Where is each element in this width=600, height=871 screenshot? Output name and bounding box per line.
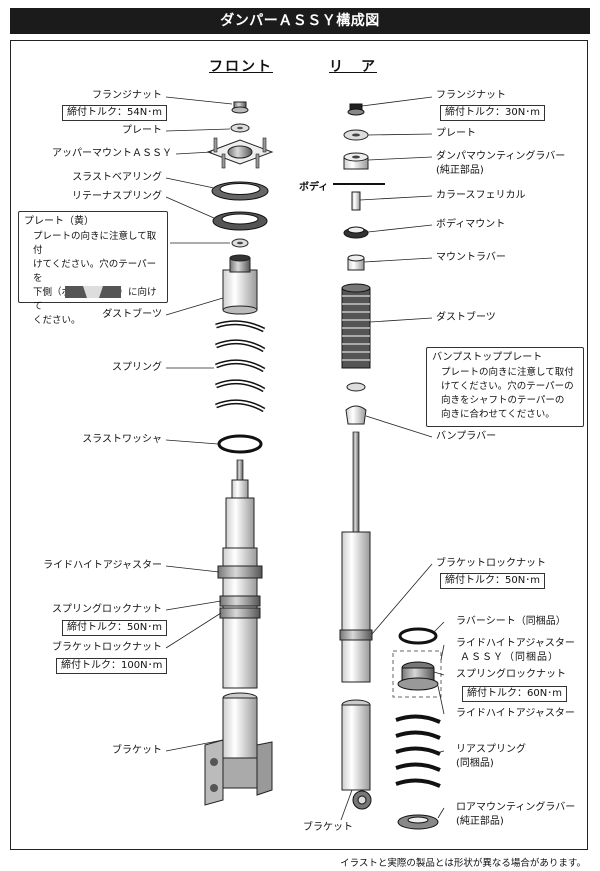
rear-lower-mounting-rubber-label: ロアマウンティングラバー <box>456 802 576 813</box>
rear-damper-mounting-rubber-part <box>343 152 369 170</box>
rear-bracket-part <box>341 699 372 810</box>
rear-heading: リ ア <box>329 59 377 75</box>
rear-body-label: ボディ <box>299 182 329 193</box>
front-spring-lock-nut-label: スプリングロックナット <box>52 604 162 615</box>
front-heading: フロント <box>209 59 273 75</box>
rear-plate-label: プレート <box>436 128 476 139</box>
rear-spring-label-1: リアスプリング <box>456 744 526 755</box>
rear-spring-lock-nut-label: スプリングロックナット <box>456 669 566 680</box>
front-retainer-spring-part <box>212 211 268 231</box>
front-spring-label: スプリング <box>112 362 162 373</box>
rear-mount-rubber-label: マウントラバー <box>436 252 506 263</box>
front-upper-mount-part <box>206 137 274 169</box>
front-flange-nut-part <box>231 101 249 114</box>
rear-spring-lock-nut-torque: 締付トルク：60N･m <box>462 686 567 702</box>
front-bracket-lock-nut-label: ブラケットロックナット <box>52 642 162 653</box>
front-flange-nut-label: フランジナット <box>92 90 162 101</box>
front-dust-boot-label: ダストブーツ <box>102 309 162 320</box>
front-thrust-bearing-label: スラストベアリング <box>72 172 162 183</box>
front-bracket-label: ブラケット <box>112 745 162 756</box>
rear-flange-nut-part <box>347 103 365 116</box>
rear-body-mount-part <box>343 226 369 239</box>
plate-taper-icon <box>65 286 121 298</box>
rear-ride-height-adjuster-part <box>397 661 439 691</box>
rear-spring-label-2: (同梱品) <box>456 758 494 769</box>
front-upper-mount-label: アッパーマウントＡＳＳＹ <box>52 148 172 159</box>
front-damper-body-part <box>217 459 263 689</box>
front-bracket-lock-nut-torque: 締付トルク：100N･m <box>56 658 168 674</box>
rear-rha-assy-label-1: ライドハイトアジャスター <box>456 638 575 649</box>
rear-bump-stop-note-body: プレートの向きに注意して取付 けてください。穴のテーパーの 向きをシャフトのテー… <box>441 367 574 420</box>
front-flange-nut-torque: 締付トルク：54N･m <box>62 105 167 121</box>
rear-collar-spherical-label: カラースフェリカル <box>436 190 526 201</box>
page-title: ダンパーＡＳＳＹ構成図 <box>10 8 590 34</box>
rear-lower-mounting-rubber-part <box>397 814 439 830</box>
rear-bump-stop-plate-part <box>346 382 366 392</box>
rear-flange-nut-torque: 締付トルク：30N･m <box>440 105 545 121</box>
front-plate-note-title: プレート（黄） <box>24 216 94 227</box>
front-thrust-bearing-part <box>211 181 269 201</box>
rear-bracket-lock-nut-label: ブラケットロックナット <box>436 558 546 569</box>
rear-plate-part <box>343 129 369 141</box>
front-retainer-spring-label: リテーナスプリング <box>72 191 162 202</box>
rear-bump-rubber-part <box>345 405 367 425</box>
rear-bump-stop-note: バンプストッププレート プレートの向きに注意して取付 けてください。穴のテーパー… <box>426 347 584 427</box>
rear-dust-boot-part <box>341 283 371 369</box>
rear-dust-boot-label: ダストブーツ <box>436 312 496 323</box>
front-dust-boot-part <box>222 254 258 315</box>
rear-rubber-seat-part <box>398 627 438 645</box>
rear-rha-assy-label-2: ＡＳＳＹ（同梱品） <box>460 652 559 663</box>
rear-collar-part <box>351 191 361 211</box>
front-bracket-part <box>204 692 273 806</box>
front-spring-lock-nut-torque: 締付トルク：50N･m <box>62 620 167 636</box>
rear-bump-stop-note-title: バンプストッププレート <box>432 352 543 363</box>
leader-lines <box>165 96 445 821</box>
rear-genuine-part-label-2: (純正部品) <box>456 816 504 827</box>
rear-flange-nut-label: フランジナット <box>436 90 506 101</box>
front-thrust-washer-label: スラストワッシャ <box>82 434 162 445</box>
rear-bracket-lock-nut-torque: 締付トルク：50N･m <box>440 573 545 589</box>
rear-genuine-part-label-1: (純正部品) <box>436 165 484 176</box>
front-plate-label: プレート <box>122 125 162 136</box>
rear-damper-mounting-rubber-label: ダンパマウンティングラバー <box>436 151 566 162</box>
diagram-frame <box>10 40 588 850</box>
rear-bracket-lock-nut-part <box>339 629 373 641</box>
front-spring-lock-nut-part <box>219 595 261 607</box>
front-ride-height-adjuster-label: ライドハイトアジャスター <box>43 560 162 571</box>
front-thrust-washer-part <box>217 434 263 454</box>
rear-bump-rubber-label: バンプラバー <box>436 431 497 442</box>
rear-mount-rubber-part <box>347 254 365 271</box>
rear-damper-body-part <box>339 431 373 683</box>
front-bracket-lock-nut-part <box>219 607 261 619</box>
rear-coil-spring-part <box>395 714 441 788</box>
rear-bracket-label: ブラケット <box>303 822 353 833</box>
rear-body-mount-label: ボディマウント <box>436 219 506 230</box>
disclaimer-note: イラストと実際の製品とは形状が異なる場合があります。 <box>340 858 586 869</box>
front-ride-height-adjuster-part <box>217 565 263 579</box>
front-plate-note: プレート（黄） プレートの向きに注意して取付 けてください。穴のテーパーを 下側… <box>18 211 168 326</box>
rear-rubber-seat-label: ラバーシート（同梱品） <box>456 616 566 627</box>
rear-ride-height-adjuster-label: ライドハイトアジャスター <box>456 708 575 719</box>
